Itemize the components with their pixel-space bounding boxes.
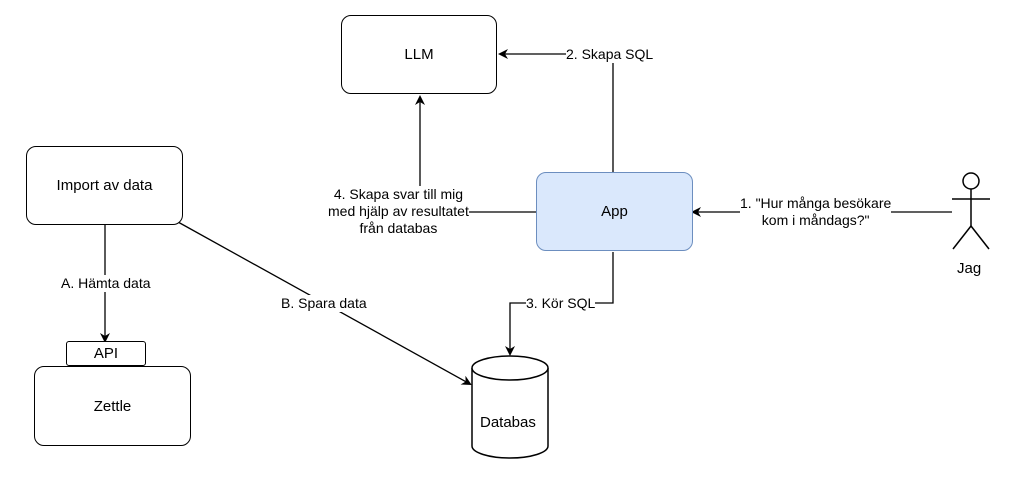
edge-label-hamta: A. Hämta data (61, 275, 151, 292)
edge-label-svar: 4. Skapa svar till mig med hjälp av resu… (328, 186, 469, 237)
actor-label: Jag (957, 260, 982, 277)
svar-line-1: 4. Skapa svar till mig (333, 186, 464, 202)
edge-label-kor-sql: 3. Kör SQL (526, 295, 596, 312)
edge-label-question: 1. "Hur många besökare kom i måndags?" (740, 195, 892, 229)
svar-line-3: från databas (359, 220, 438, 236)
question-line-2: kom i måndags?" (761, 212, 870, 228)
zettle-label: Zettle (93, 397, 132, 415)
question-line-1: 1. "Hur många besökare (740, 195, 892, 211)
app-label: App (601, 203, 628, 220)
api-label: API (93, 345, 119, 362)
svar-line-2: med hjälp av resultatet (328, 203, 469, 219)
edge-app-to-llm (498, 49, 614, 172)
edge-label-skapa-sql: 2. Skapa SQL (566, 46, 654, 63)
app-box: App (536, 172, 693, 251)
import-label: Import av data (56, 177, 153, 194)
actor-figure (952, 172, 990, 250)
import-box: Import av data (26, 146, 183, 225)
databas-label: Databas (480, 414, 536, 431)
zettle-box: Zettle (34, 366, 191, 446)
databas-cylinder (471, 355, 549, 459)
api-box: API (66, 341, 146, 366)
edge-label-spara: B. Spara data (281, 295, 367, 312)
llm-box: LLM (341, 15, 497, 94)
llm-label: LLM (404, 46, 434, 63)
